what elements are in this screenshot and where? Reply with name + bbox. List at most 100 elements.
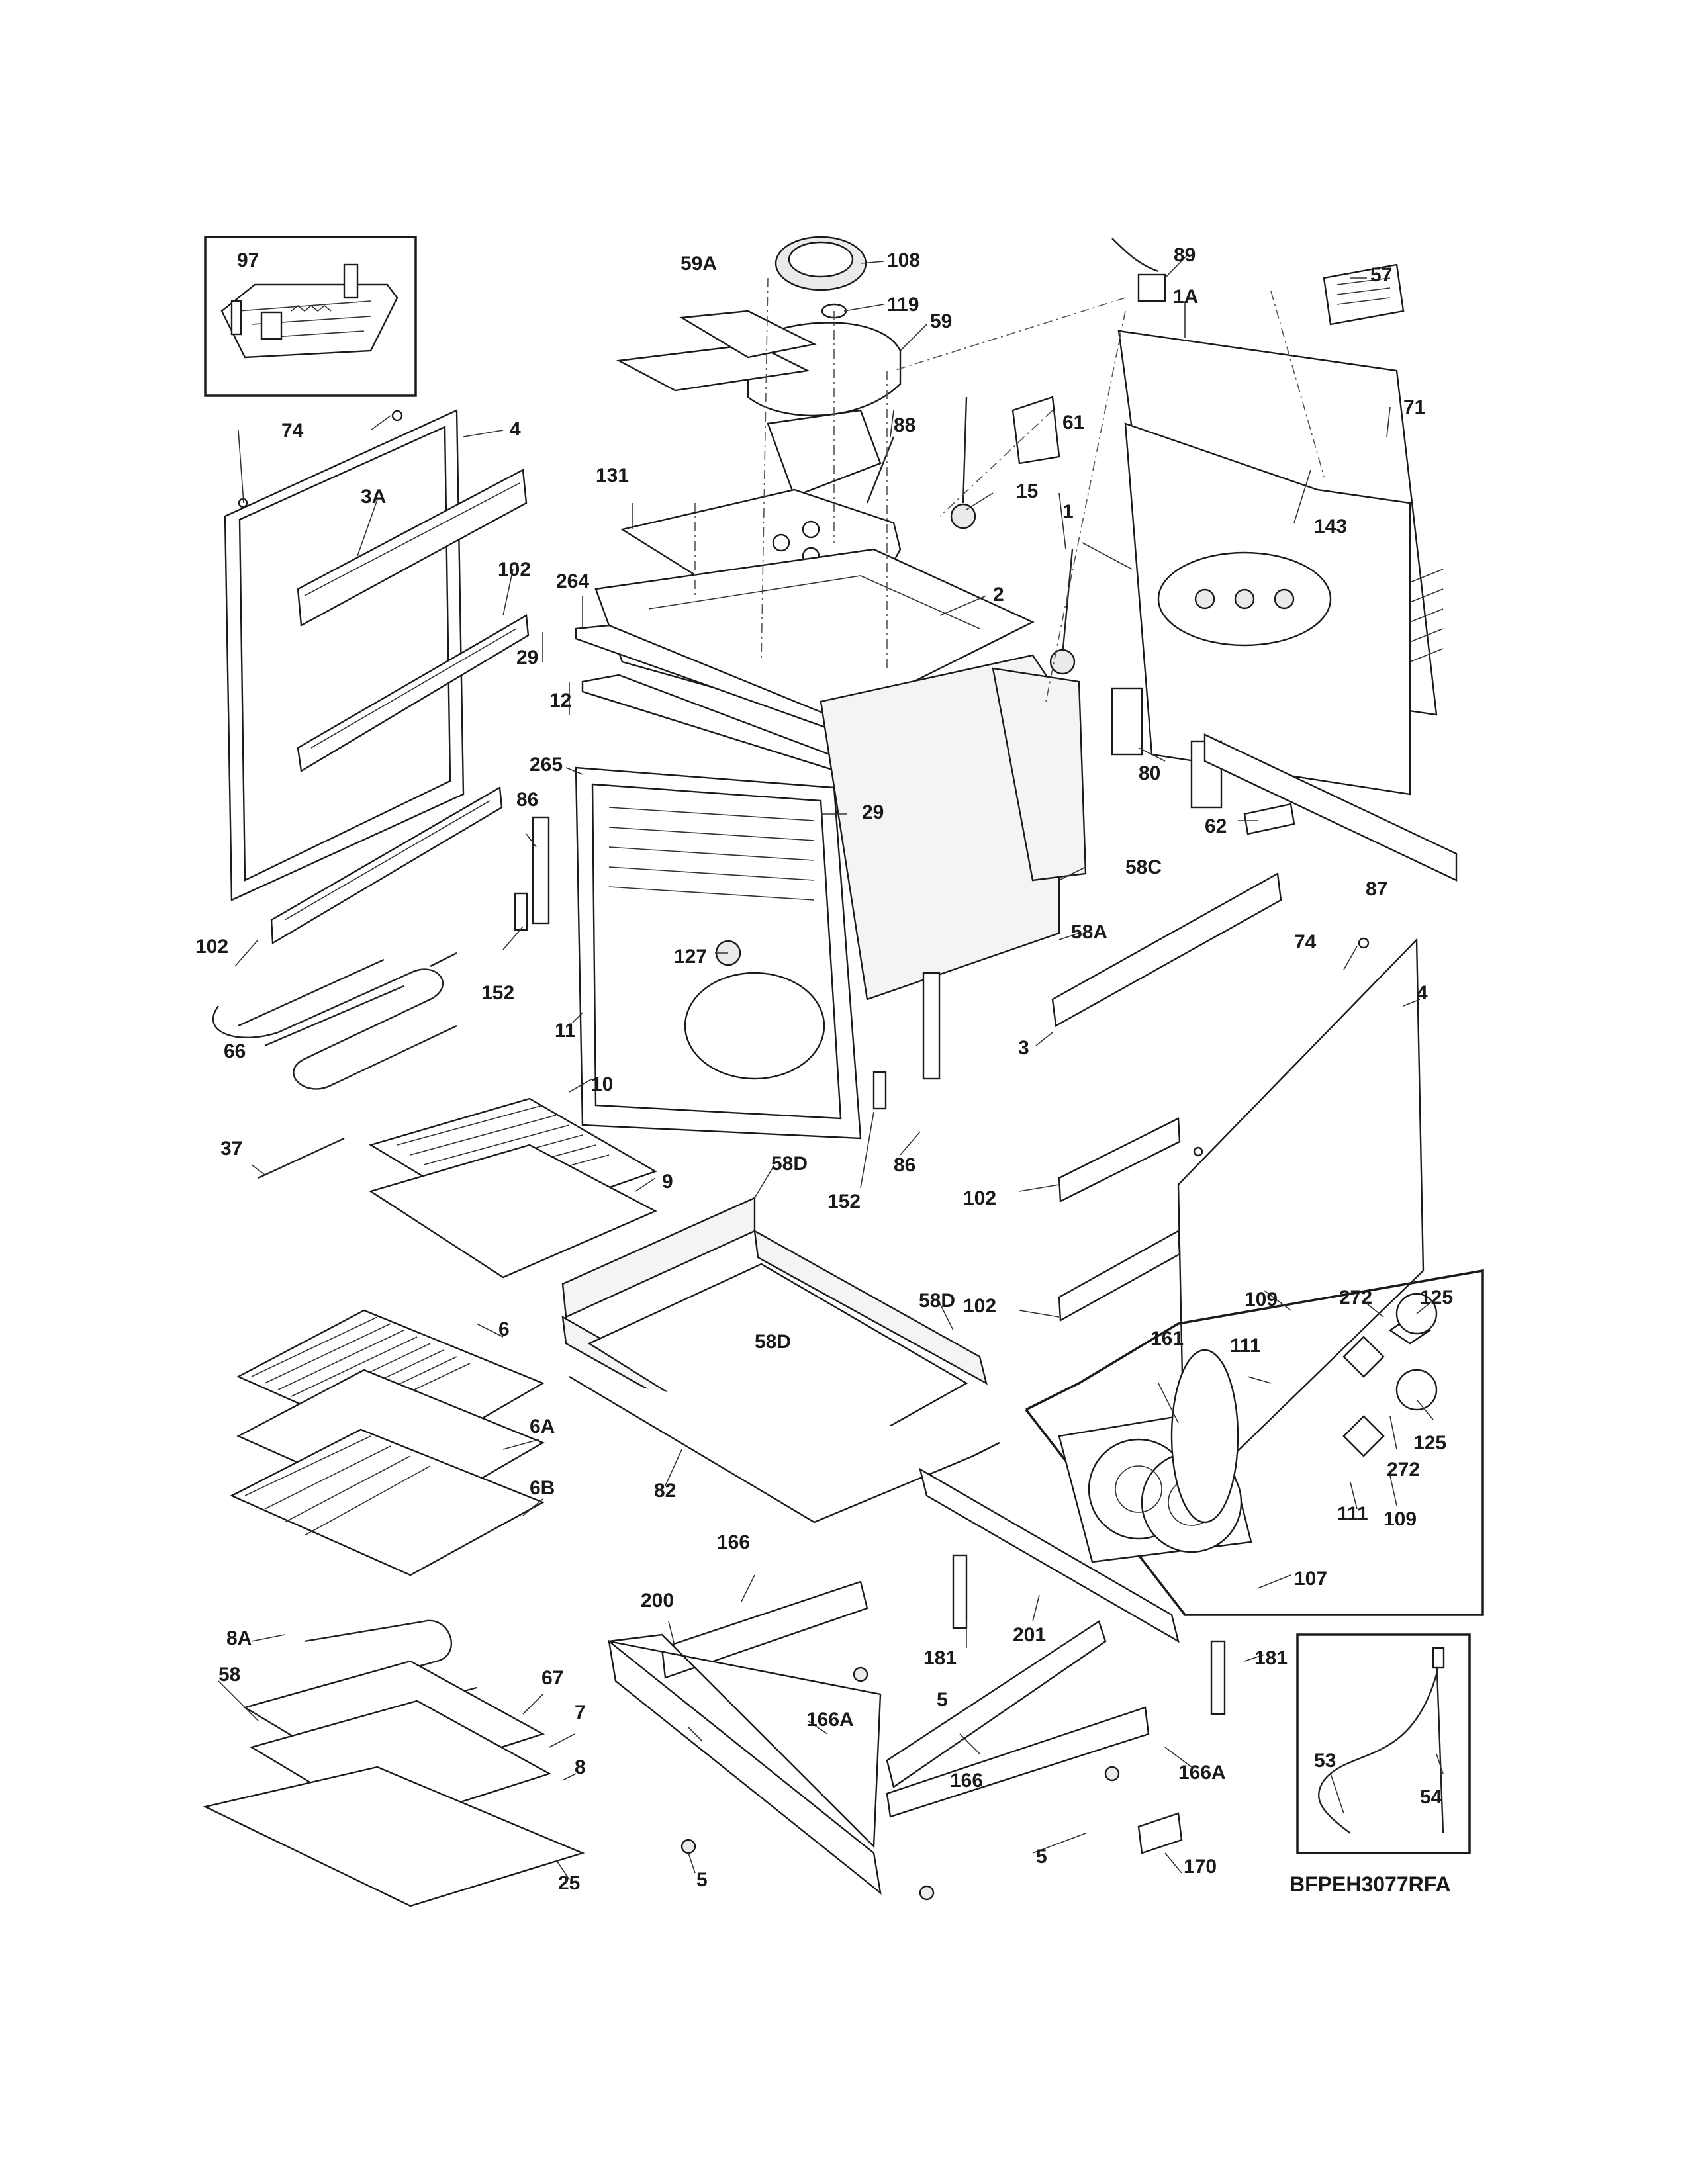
label-37: 37 <box>220 1138 242 1160</box>
label-6: 6 <box>498 1318 510 1340</box>
label-86-bottom: 86 <box>894 1154 915 1176</box>
oven-cavity <box>575 654 1087 1140</box>
label-125-bottom: 125 <box>1413 1432 1446 1454</box>
label-111-bottom: 111 <box>1337 1503 1368 1525</box>
label-53: 53 <box>1314 1750 1336 1772</box>
label-97: 97 <box>237 250 259 271</box>
frame-58d <box>561 1197 1000 1524</box>
label-82: 82 <box>654 1480 676 1502</box>
label-4-right: 4 <box>1417 982 1428 1004</box>
rail-3a <box>297 469 528 627</box>
label-4-left: 4 <box>510 418 521 440</box>
label-86-top: 86 <box>516 789 538 811</box>
rear-panels <box>1117 263 1444 796</box>
label-58D-right: 58D <box>919 1290 955 1312</box>
broiler-pan <box>369 1097 657 1279</box>
label-7: 7 <box>575 1702 586 1723</box>
label-1A: 1A <box>1173 286 1198 308</box>
label-3: 3 <box>1018 1037 1029 1059</box>
label-59A: 59A <box>680 253 717 275</box>
label-71: 71 <box>1403 396 1425 418</box>
label-87: 87 <box>1366 878 1387 900</box>
rail-102-right-upper <box>1058 1117 1181 1203</box>
label-152-right: 152 <box>827 1191 861 1212</box>
label-109-top: 109 <box>1244 1289 1278 1310</box>
oven-racks <box>230 1309 545 1576</box>
sensor-89 <box>1111 238 1166 302</box>
label-200: 200 <box>641 1590 674 1612</box>
label-15: 15 <box>1016 480 1038 502</box>
label-272-top: 272 <box>1339 1287 1372 1308</box>
control-board-inset <box>204 236 417 397</box>
label-166-bottom: 166 <box>950 1770 983 1792</box>
label-62: 62 <box>1205 815 1227 837</box>
label-5-left: 5 <box>696 1869 708 1891</box>
label-6A: 6A <box>530 1416 555 1437</box>
label-166-top: 166 <box>717 1531 750 1553</box>
label-264: 264 <box>556 570 589 592</box>
label-265: 265 <box>530 754 563 776</box>
label-61: 61 <box>1062 412 1084 433</box>
hinge-brackets-86 <box>514 816 941 1110</box>
label-2: 2 <box>993 584 1004 606</box>
label-102-right-upper: 102 <box>963 1187 996 1209</box>
label-11: 11 <box>555 1020 576 1042</box>
probes <box>866 396 1076 675</box>
label-166A-right: 166A <box>1178 1762 1226 1784</box>
label-8A: 8A <box>226 1627 252 1649</box>
label-3A: 3A <box>361 486 386 508</box>
label-5-right: 5 <box>1036 1846 1047 1868</box>
rail-3 <box>1051 872 1282 1027</box>
rail-102-right-lower <box>1058 1230 1181 1322</box>
label-102-right-lower: 102 <box>963 1295 996 1317</box>
label-108: 108 <box>887 250 920 271</box>
label-1: 1 <box>1062 501 1074 523</box>
label-66: 66 <box>224 1040 246 1062</box>
broil-element-66 <box>212 952 457 1090</box>
label-74-top: 74 <box>281 420 304 441</box>
bake-element-assembly <box>203 1619 585 1907</box>
rail-102-lower-left <box>270 786 503 945</box>
label-125-top: 125 <box>1420 1287 1453 1308</box>
label-102-top: 102 <box>498 559 531 580</box>
label-111-top: 111 <box>1230 1335 1261 1357</box>
label-80: 80 <box>1139 762 1160 784</box>
lower-frame <box>608 1467 1226 1901</box>
label-58D-mid: 58D <box>755 1331 791 1353</box>
left-side-panel <box>224 409 465 901</box>
label-181-left: 181 <box>923 1647 957 1669</box>
label-181-right: 181 <box>1254 1647 1288 1669</box>
blower-assembly <box>616 236 902 498</box>
label-29-left: 29 <box>516 647 538 668</box>
bracket-61 <box>1011 396 1060 465</box>
label-58A: 58A <box>1071 921 1107 943</box>
rail-102-upper-left <box>297 614 530 772</box>
wire-harness-inset <box>1296 1633 1471 1854</box>
label-170: 170 <box>1184 1856 1217 1878</box>
part-labels: 97 59A 108 119 89 59 1A 57 74 4 61 71 88… <box>195 244 1453 1894</box>
label-109-bottom: 109 <box>1383 1508 1417 1530</box>
label-143: 143 <box>1314 516 1347 537</box>
label-272-bottom: 272 <box>1387 1459 1420 1480</box>
leader-lines <box>218 253 1444 1880</box>
dashed-guides <box>694 277 1325 702</box>
label-9: 9 <box>662 1171 673 1193</box>
label-5-mid: 5 <box>937 1689 948 1711</box>
diagram-code: BFPEH3077RFA <box>1289 1872 1451 1896</box>
label-67: 67 <box>541 1667 563 1689</box>
label-8: 8 <box>575 1756 586 1778</box>
label-88: 88 <box>894 414 915 436</box>
label-89: 89 <box>1174 244 1196 266</box>
label-58: 58 <box>218 1664 240 1686</box>
label-152-left: 152 <box>481 982 514 1004</box>
label-57: 57 <box>1370 264 1392 286</box>
label-166A-left: 166A <box>806 1709 854 1731</box>
label-12: 12 <box>549 690 571 711</box>
label-58C: 58C <box>1125 856 1162 878</box>
label-59: 59 <box>930 310 952 332</box>
label-10: 10 <box>591 1073 613 1095</box>
label-201: 201 <box>1013 1624 1046 1646</box>
brackets-80-87-62 <box>1111 687 1458 882</box>
label-102-left-mid: 102 <box>195 936 228 958</box>
label-107: 107 <box>1294 1568 1327 1590</box>
